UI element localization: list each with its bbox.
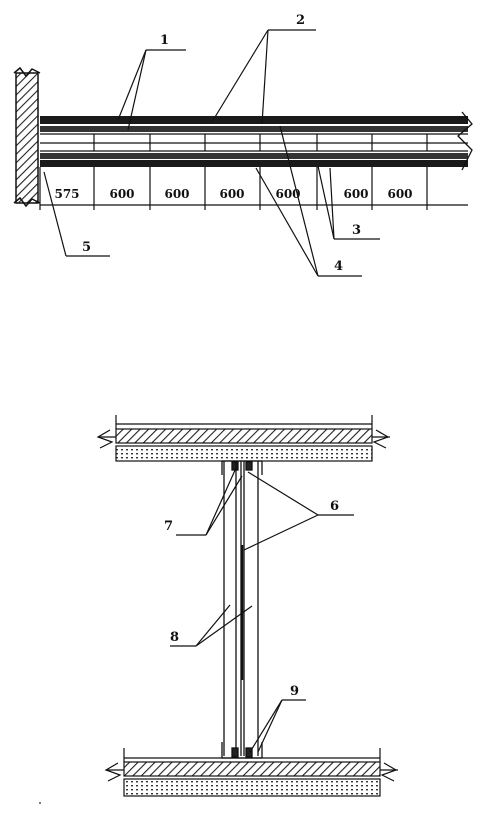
dimension-label: 600 (275, 187, 300, 201)
upper-channel (221, 460, 263, 475)
top-elevation-figure: 575 600 600 600 600 600 600 1 2 3 (13, 13, 473, 277)
callout-9 (249, 699, 306, 753)
callout-label-1: 1 (160, 33, 169, 48)
dimension-label: 600 (387, 187, 412, 201)
callout-2 (211, 29, 316, 125)
callout-label-9: 9 (290, 684, 299, 699)
callout-label-7: 7 (164, 519, 173, 534)
wall-section (13, 66, 41, 208)
callout-4 (255, 125, 362, 277)
stud (223, 461, 259, 756)
callout-label-6: 6 (330, 499, 339, 514)
callout-1 (117, 49, 186, 131)
dimension-label: 600 (164, 187, 189, 201)
callout-label-3: 3 (352, 223, 361, 238)
top-slab (96, 415, 390, 462)
callout-5 (43, 171, 110, 257)
callout-label-2: 2 (296, 13, 305, 28)
bottom-slab (104, 748, 398, 797)
dimension-label: 600 (219, 187, 244, 201)
lower-channel (221, 742, 263, 759)
callout-label-4: 4 (334, 259, 343, 274)
callout-6 (243, 471, 354, 551)
lower-track (40, 150, 468, 167)
break-symbol-right (457, 111, 473, 171)
dimension-label: 600 (343, 187, 368, 201)
callout-label-5: 5 (82, 240, 91, 255)
dimension-label: 575 (54, 187, 79, 201)
speck (39, 802, 41, 804)
callout-8 (170, 604, 253, 647)
bottom-section-figure: 6 7 8 9 (39, 415, 398, 804)
dimension-label: 600 (109, 187, 134, 201)
callout-label-8: 8 (170, 630, 179, 645)
upper-track (40, 116, 468, 135)
callout-7 (176, 467, 243, 536)
stud-marks (93, 134, 428, 151)
dimension-line (39, 167, 468, 210)
callout-3 (317, 165, 380, 240)
